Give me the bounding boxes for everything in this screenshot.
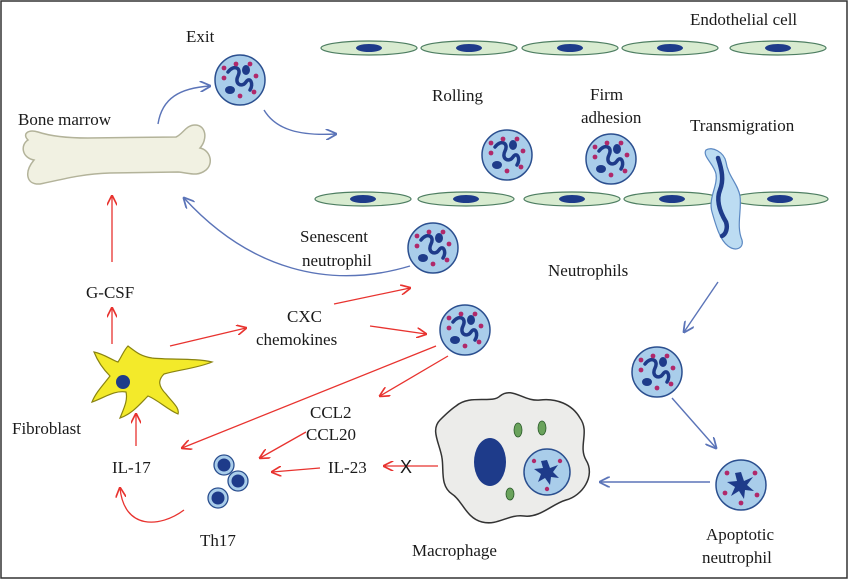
neutrophil-after-migration	[630, 345, 684, 399]
neutrophil-firm-adhesion	[584, 132, 638, 186]
arrow-bone-to-exit	[157, 86, 210, 125]
label-macrophage: Macrophage	[412, 541, 497, 560]
neutrophil-circulating	[438, 303, 492, 357]
label-endothelial-cell: Endothelial cell	[690, 10, 797, 29]
arrow-transmigration-to-neutrophil	[684, 281, 719, 332]
label-chemokines: chemokines	[256, 330, 337, 349]
arrow-neutrophil-to-ccl	[380, 355, 449, 396]
arrow-fibroblast-to-cxc	[169, 328, 246, 347]
label-bone-marrow: Bone marrow	[18, 110, 112, 129]
label-transmigration: Transmigration	[690, 116, 795, 135]
blocked-x-mark: X	[400, 457, 412, 477]
macrophage-cell	[434, 391, 591, 524]
arrow-senescent-to-bone	[184, 198, 411, 277]
th17-cells	[207, 454, 249, 509]
label-senescent-neutrophil: neutrophil	[302, 251, 372, 270]
label-fibroblast: Fibroblast	[12, 419, 81, 438]
label-cxc: CXC	[287, 307, 322, 326]
label-il23: IL-23	[328, 458, 367, 477]
arrow-il23-to-th17	[272, 468, 321, 472]
label-neutrophils: Neutrophils	[548, 261, 628, 280]
label-adhesion: adhesion	[581, 108, 642, 127]
label-senescent: Senescent	[300, 227, 368, 246]
endothelium-lower	[314, 191, 829, 207]
neutrophil-exit	[213, 53, 267, 107]
neutrophil-rolling	[480, 128, 534, 182]
pathway-arrows	[157, 86, 719, 482]
label-exit: Exit	[186, 27, 215, 46]
fibroblast-cell	[90, 345, 214, 419]
label-apoptotic: Apoptotic	[706, 525, 774, 544]
label-ccl20: CCL20	[306, 425, 356, 444]
label-gcsf: G-CSF	[86, 283, 134, 302]
transmigrating-neutrophil	[704, 148, 743, 250]
bone-shape	[22, 124, 211, 185]
arrow-ccl-to-th17	[260, 431, 307, 458]
label-firm: Firm	[590, 85, 623, 104]
arrow-neutrophil-to-il17	[182, 345, 437, 448]
neutrophil-senescent	[406, 221, 460, 275]
label-th17: Th17	[200, 531, 236, 550]
arrow-cxc-to-senescent	[333, 288, 410, 305]
label-rolling: Rolling	[432, 86, 484, 105]
label-ccl2: CCL2	[310, 403, 352, 422]
arrow-cxc-to-neutrophil	[369, 325, 426, 334]
label-apoptotic-neutrophil: neutrophil	[702, 548, 772, 567]
label-il17: IL-17	[112, 458, 151, 477]
arrow-neutrophil-to-apoptosis	[671, 397, 716, 448]
apoptotic-neutrophil-cell	[715, 459, 767, 511]
endothelium-upper	[320, 40, 827, 56]
stimulus-arrows	[112, 196, 449, 523]
arrow-exit-to-vessel	[263, 109, 336, 134]
arrow-th17-to-il17	[120, 488, 185, 523]
